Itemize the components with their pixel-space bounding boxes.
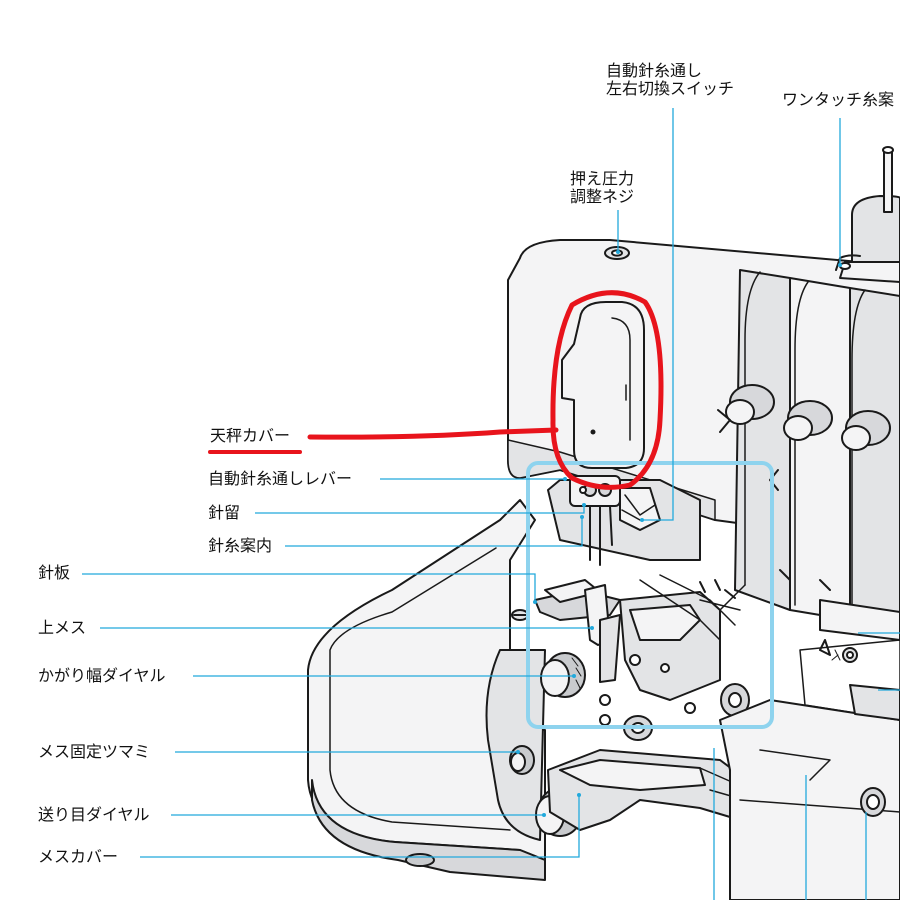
dial-recess — [485, 649, 546, 841]
label-line: 自動針糸通し — [606, 61, 703, 80]
label-one-touch-thread: ワンタッチ糸案 — [782, 90, 895, 109]
label-knife-lock-knob: メス固定ツマミ — [38, 742, 151, 761]
label-stitch-length-dial: 送り目ダイヤル — [38, 805, 150, 824]
label-needle-thread-guide: 針糸案内 — [208, 536, 273, 555]
stitch-width-dial-icon — [540, 652, 586, 698]
tension-panel-2 — [789, 277, 851, 621]
label-needle-clamp: 針留 — [208, 503, 241, 522]
machine-foot — [405, 853, 435, 867]
thread-stand — [835, 146, 900, 283]
red-arrow-line — [307, 427, 559, 440]
leader-needle-plate — [82, 573, 536, 602]
needle-area — [511, 475, 750, 741]
label-upper-knife: 上メス — [38, 618, 87, 637]
red-circle-mark — [550, 290, 664, 490]
leader-needle-thread-guide — [285, 517, 583, 547]
label-line: 調整ネジ — [570, 187, 635, 206]
red-annotation — [208, 290, 664, 490]
leader-needle-clamp — [255, 505, 585, 514]
machine-body — [307, 146, 900, 900]
label-line: 押え圧力 — [570, 169, 635, 188]
label-auto-threader-lever: 自動針糸通しレバー — [208, 469, 353, 488]
leader-auto-threader-switch — [642, 108, 674, 521]
label-needle-plate: 針板 — [38, 563, 71, 582]
take-up-cover — [561, 301, 645, 469]
tension-panel-1 — [734, 269, 791, 611]
label-stitch-width-dial: かがり幅ダイヤル — [38, 666, 166, 685]
leader-end-dots — [516, 250, 842, 817]
tension-dials — [717, 384, 891, 491]
label-line: 左右切換スイッチ — [606, 79, 735, 98]
label-take-up-cover: 天秤カバー — [210, 426, 291, 445]
knife-lock-knob-icon — [509, 745, 535, 775]
tension-panel-3 — [849, 287, 900, 626]
leader-knife-cover — [140, 795, 580, 858]
label-pressure-screw: 押え圧力 調整ネジ — [570, 170, 634, 206]
leader-lines — [82, 108, 900, 900]
label-knife-cover: メスカバー — [38, 847, 119, 866]
label-auto-threader-switch: 自動針糸通し 左右切換スイッチ — [606, 62, 734, 98]
